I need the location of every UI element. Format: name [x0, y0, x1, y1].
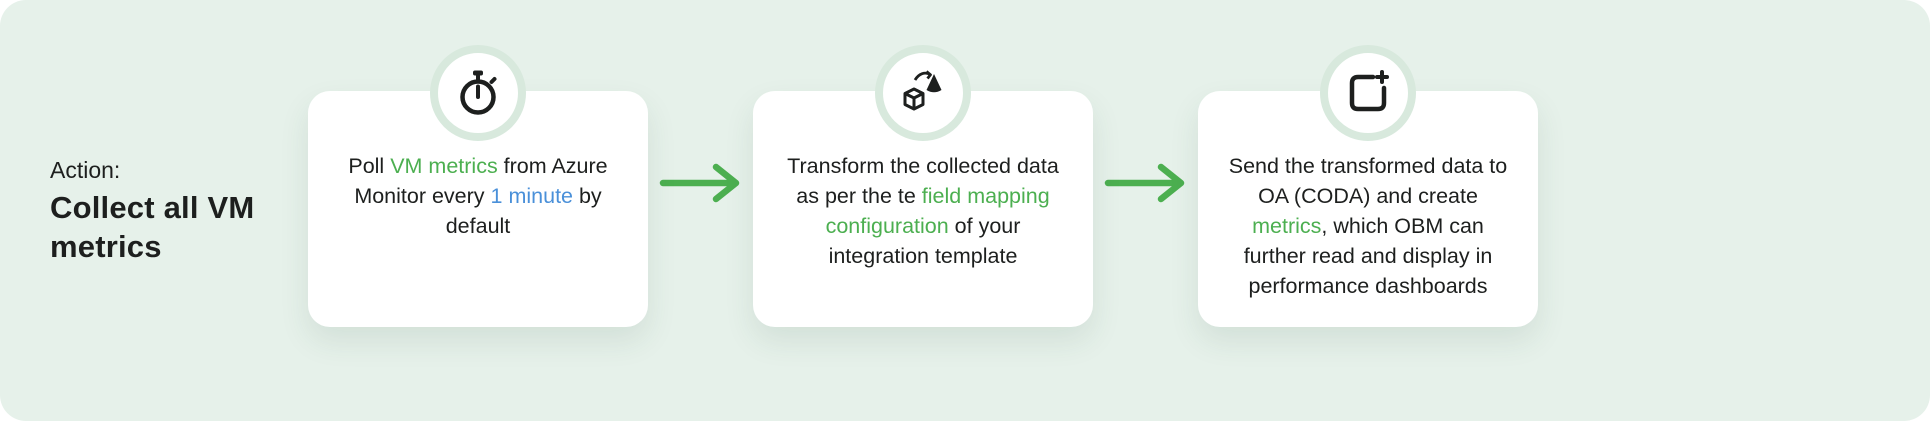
step-text: Poll VM metrics from Azure Monitor every… [330, 151, 626, 241]
text-segment-highlight: 1 minute [490, 184, 573, 209]
icon-badge [1320, 45, 1416, 141]
stopwatch-icon [454, 69, 502, 117]
infographic-panel: Action: Collect all VM metrics Poll VM m… [0, 0, 1930, 421]
page-title: Collect all VM metrics [50, 190, 255, 264]
text-segment: by default [445, 184, 602, 239]
text-segment-highlight: field mapping configuration [825, 184, 1050, 239]
step-card: Transform the collected data as per the … [753, 91, 1093, 327]
text-segment: of your integration template [828, 214, 1021, 269]
content-row: Action: Collect all VM metrics Poll VM m… [50, 45, 1538, 327]
transform-icon [899, 69, 947, 117]
text-segment-highlight: metrics [1252, 214, 1322, 239]
text-segment: Send the transformed data to OA (CODA) a… [1228, 154, 1508, 209]
text-segment: Poll [348, 154, 391, 178]
step-text: Transform the collected data as per the … [775, 151, 1071, 271]
arrow-right-icon [1103, 163, 1189, 208]
text-segment-highlight: VM metrics [390, 154, 498, 178]
step-text: Send the transformed data to OA (CODA) a… [1220, 151, 1516, 301]
action-kicker: Action: [50, 157, 121, 183]
text-segment: , which OBM can further read and display… [1243, 214, 1493, 299]
icon-badge [875, 45, 971, 141]
arrow-right-icon [658, 163, 744, 208]
text-segment: Transform the collected data as per the … [787, 154, 1059, 209]
text-segment: from Azure Monitor every [354, 154, 608, 209]
action-header: Action: Collect all VM metrics [50, 157, 308, 267]
step-card-send: Send the transformed data to OA (CODA) a… [1198, 45, 1538, 327]
icon-badge [430, 45, 526, 141]
flow-arrow-1 [648, 163, 753, 208]
flow-arrow-2 [1093, 163, 1198, 208]
step-card-poll: Poll VM metrics from Azure Monitor every… [308, 45, 648, 327]
create-export-icon [1344, 69, 1392, 117]
step-card-transform: Transform the collected data as per the … [753, 45, 1093, 327]
